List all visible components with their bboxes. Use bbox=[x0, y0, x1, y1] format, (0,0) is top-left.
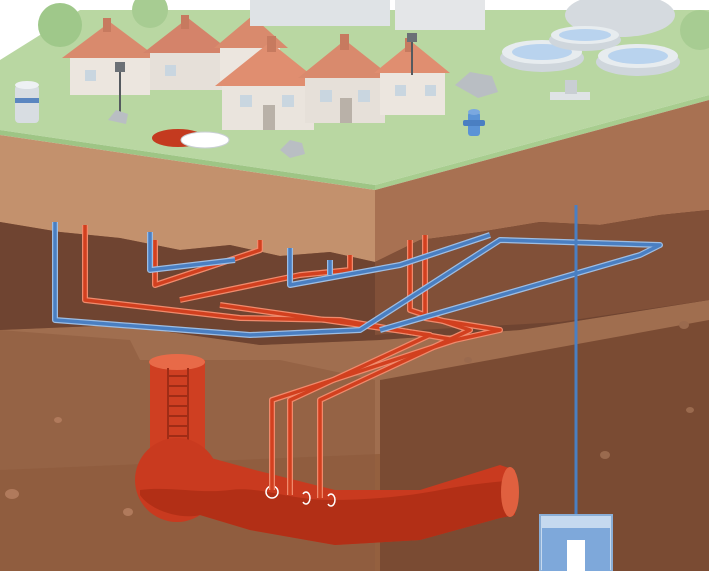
water-line-core bbox=[53, 222, 662, 337]
distant-building bbox=[395, 0, 485, 30]
rock-icon bbox=[5, 489, 19, 499]
rock-icon bbox=[123, 508, 133, 516]
rock-icon bbox=[54, 417, 62, 423]
foreground-houses bbox=[85, 34, 450, 130]
house-roof bbox=[215, 42, 325, 86]
fire-hydrant-icon bbox=[463, 109, 485, 136]
distant-building bbox=[250, 0, 390, 26]
sewer-lateral-core bbox=[318, 240, 472, 498]
house-door bbox=[340, 98, 352, 123]
sewer-main bbox=[135, 354, 519, 545]
rock-icon bbox=[679, 321, 689, 329]
rock-icon bbox=[600, 451, 610, 459]
rock-icon bbox=[455, 72, 498, 98]
chimney bbox=[103, 18, 111, 32]
wellhead-icon bbox=[550, 80, 590, 100]
sewer-flow-surface bbox=[140, 480, 515, 545]
chimney bbox=[405, 38, 413, 52]
lawn-front-edge bbox=[0, 130, 375, 190]
lawn-right-edge bbox=[375, 95, 709, 190]
house-window bbox=[425, 85, 436, 96]
sewer-lateral-core bbox=[153, 240, 262, 287]
sewer-laterals bbox=[82, 225, 503, 498]
tree-icon bbox=[680, 10, 709, 50]
house-roof bbox=[62, 22, 158, 58]
sewer-lateral-core bbox=[423, 235, 502, 342]
sewer-shaft-top bbox=[149, 354, 205, 370]
topsoil-front-face bbox=[0, 135, 375, 262]
house-window bbox=[282, 95, 294, 107]
rock-icon bbox=[464, 357, 472, 363]
house-roof bbox=[143, 18, 233, 53]
house-door bbox=[263, 105, 275, 130]
well-pump bbox=[567, 540, 585, 571]
rock-icon bbox=[108, 110, 128, 124]
street-lamp-icon bbox=[407, 33, 417, 75]
house-window bbox=[395, 85, 406, 96]
treatment-pool-icon bbox=[549, 26, 621, 51]
chimney bbox=[267, 36, 276, 52]
manhole-cover-icon bbox=[180, 131, 230, 149]
tree-icon bbox=[38, 3, 82, 47]
water-lines bbox=[52, 205, 663, 540]
water-tank-icon bbox=[15, 81, 39, 123]
topsoil-right-face bbox=[375, 100, 709, 262]
water-line-core bbox=[148, 232, 236, 272]
sewer-lateral-core bbox=[179, 255, 352, 302]
house-window bbox=[85, 70, 96, 81]
house-roof bbox=[298, 40, 393, 78]
rock-icon bbox=[686, 407, 694, 413]
house-window bbox=[358, 90, 370, 102]
sewer-lateral-core bbox=[83, 225, 457, 490]
rock-icon bbox=[280, 140, 305, 158]
chimney bbox=[181, 15, 189, 29]
chimney bbox=[340, 34, 349, 50]
house-window bbox=[240, 95, 252, 107]
tree-icon bbox=[132, 0, 168, 28]
pipe-inlet-icon bbox=[302, 491, 311, 505]
treatment-pool-icon bbox=[596, 44, 680, 76]
house-icon bbox=[70, 55, 150, 95]
street-lamp-icon bbox=[115, 62, 125, 115]
water-line-core bbox=[288, 233, 491, 287]
well-icon bbox=[539, 514, 613, 571]
house-icon bbox=[150, 50, 225, 90]
house-window bbox=[165, 65, 176, 76]
pipe-inlet-icon bbox=[327, 493, 336, 507]
sewer-pipe-end bbox=[501, 467, 519, 517]
house-window bbox=[320, 90, 332, 102]
sewer-lateral-core bbox=[219, 303, 432, 495]
